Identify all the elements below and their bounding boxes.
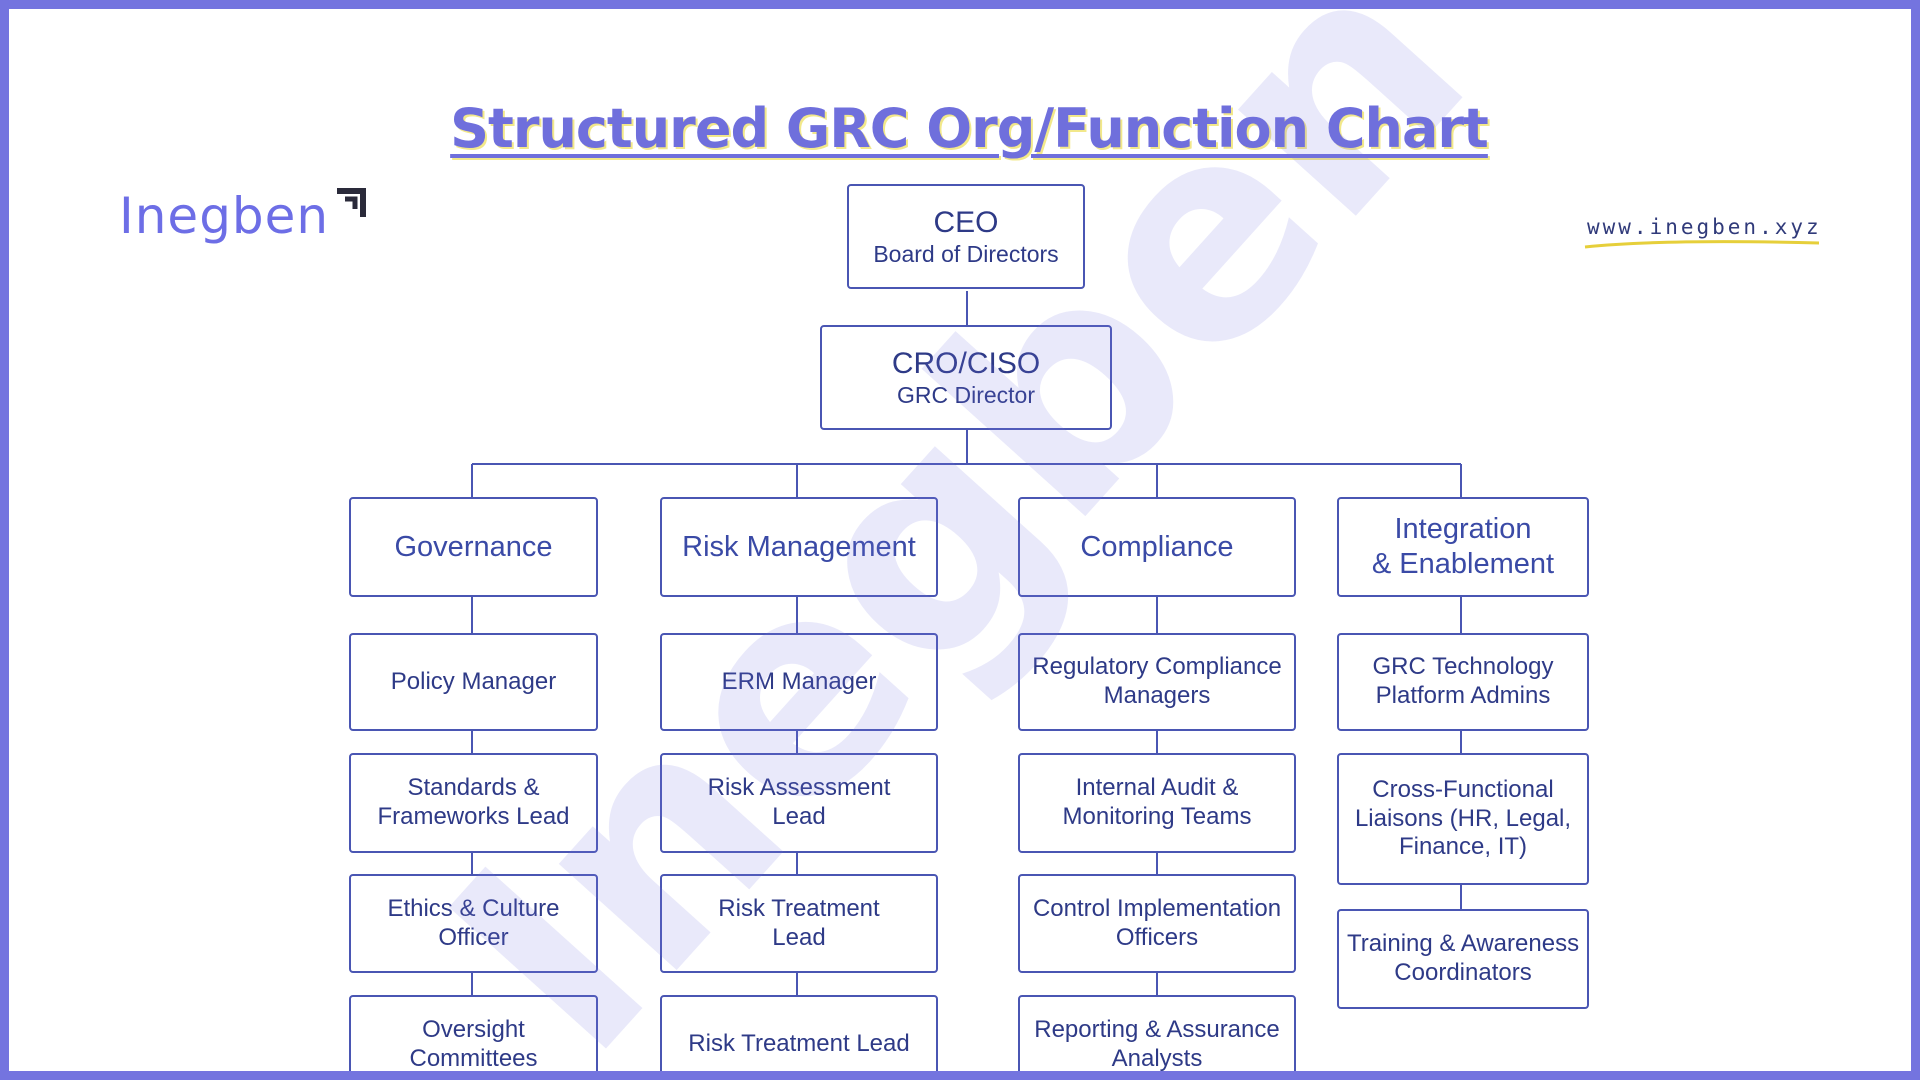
connector-lines: [471, 291, 1462, 995]
node-cro: CRO/CISO GRC Director: [820, 325, 1112, 430]
dept-compliance: Compliance: [1018, 497, 1296, 597]
role-box: Risk Assessment Lead: [660, 753, 938, 853]
role-label: ERM Manager: [721, 667, 877, 695]
role-label: Control Implementation Officers: [1032, 894, 1282, 951]
role-label: Policy Manager: [390, 667, 557, 695]
role-label: Risk Treatment Lead: [718, 894, 880, 951]
url-underline-decoration: [1584, 240, 1820, 249]
logo-text: Inegben: [119, 187, 330, 245]
dept-governance: Governance: [349, 497, 598, 597]
site-url[interactable]: www.inegben.xyz: [1587, 215, 1822, 239]
dept-label: Risk Management: [682, 530, 916, 563]
dept-label: Compliance: [1080, 530, 1234, 563]
node-cro-subtitle: GRC Director: [896, 381, 1035, 408]
role-box: Risk Treatment Lead: [660, 874, 938, 973]
role-label: Cross-Functional Liaisons (HR, Legal, Fi…: [1354, 775, 1572, 861]
dept-integration-enablement: Integration & Enablement: [1337, 497, 1589, 597]
role-box: Training & Awareness Coordinators: [1337, 909, 1589, 1009]
role-label: Risk Treatment Lead: [688, 1030, 910, 1058]
dept-label: Governance: [394, 530, 553, 563]
dept-risk-management: Risk Management: [660, 497, 938, 597]
role-label: Oversight Committees: [409, 1015, 538, 1072]
role-label: Ethics & Culture Officer: [387, 894, 560, 951]
role-label: Training & Awareness Coordinators: [1346, 930, 1580, 986]
role-box: Internal Audit & Monitoring Teams: [1018, 753, 1296, 853]
role-box: Risk Treatment Lead: [660, 995, 938, 1071]
role-box: Reporting & Assurance Analysts: [1018, 995, 1296, 1072]
role-label: GRC Technology Platform Admins: [1372, 653, 1554, 709]
role-box: Cross-Functional Liaisons (HR, Legal, Fi…: [1337, 753, 1589, 885]
role-box: Ethics & Culture Officer: [349, 874, 598, 973]
role-label: Risk Assessment Lead: [707, 774, 891, 830]
node-ceo: CEO Board of Directors: [847, 184, 1085, 289]
node-ceo-subtitle: Board of Directors: [873, 240, 1059, 267]
role-label: Reporting & Assurance Analysts: [1034, 1015, 1280, 1072]
role-box: Oversight Committees: [349, 995, 598, 1072]
brand-logo: Inegben: [119, 187, 373, 245]
role-box: Policy Manager: [349, 633, 598, 731]
dept-label: Integration & Enablement: [1371, 513, 1555, 580]
node-ceo-title: CEO: [933, 205, 999, 239]
role-box: Control Implementation Officers: [1018, 874, 1296, 973]
arrow-up-right-icon: [337, 188, 367, 217]
page-title: Structured GRC Org/Function Chart: [450, 97, 1489, 160]
role-label: Standards & Frameworks Lead: [377, 774, 570, 830]
role-box: Regulatory Compliance Managers: [1018, 633, 1296, 731]
role-box: Standards & Frameworks Lead: [349, 753, 598, 853]
role-box: ERM Manager: [660, 633, 938, 731]
role-label: Internal Audit & Monitoring Teams: [1062, 774, 1252, 830]
role-box: GRC Technology Platform Admins: [1337, 633, 1589, 731]
role-label: Regulatory Compliance Managers: [1032, 653, 1282, 709]
node-cro-title: CRO/CISO: [891, 346, 1041, 380]
